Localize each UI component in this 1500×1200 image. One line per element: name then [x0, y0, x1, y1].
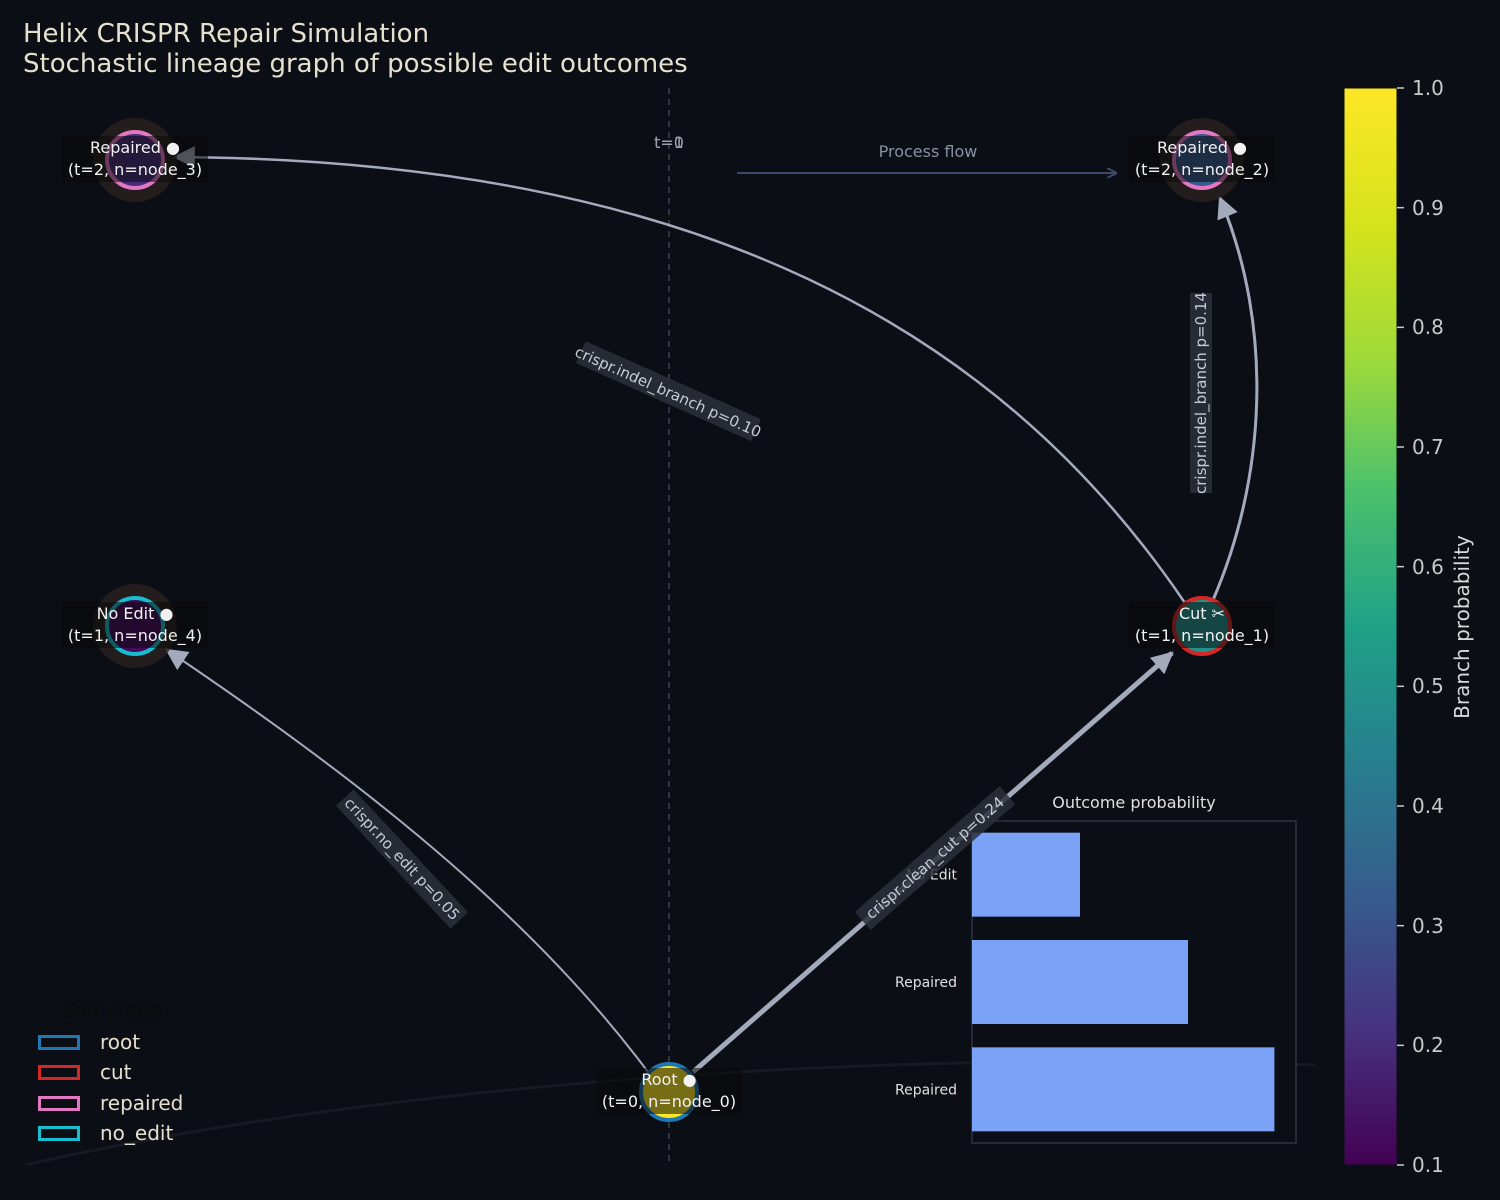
legend-swatch-root — [38, 1034, 80, 1050]
process-flow-label: Process flow — [879, 142, 978, 161]
bar — [972, 940, 1188, 1024]
svg-text:crispr.indel_branch p=0.10: crispr.indel_branch p=0.10 — [572, 343, 764, 443]
time-axis-label: t=0 — [654, 133, 684, 152]
legend-swatch-repaired — [38, 1095, 80, 1111]
node-label-bg — [62, 602, 208, 648]
node-node-1[interactable]: Cut ✂ (t=1, n=node_1) — [1129, 596, 1275, 656]
node-layer: Root ● (t=0, n=node_0) Cut ✂ (t=1, n=node_1… — [62, 118, 1275, 1122]
node-label: Repaired ● — [90, 138, 180, 157]
node-sublabel: (t=0, n=node_0) — [602, 1092, 736, 1112]
bar-tick-label: Repaired — [895, 975, 957, 991]
edge-root-to-no-edit[interactable] — [165, 648, 649, 1073]
node-sublabel: (t=1, n=node_4) — [68, 626, 202, 646]
svg-text:crispr.indel_branch p=0.14: crispr.indel_branch p=0.14 — [1192, 292, 1211, 494]
colorbar-tick-label: 0.1 — [1412, 1153, 1444, 1177]
node-node-0[interactable]: Root ● (t=0, n=node_0) — [596, 1062, 742, 1122]
node-label: Root ● — [641, 1070, 696, 1089]
legend-item-cut: cut — [38, 1059, 132, 1085]
colorbar — [1343, 87, 1398, 1166]
colorbar-ticks — [1397, 87, 1404, 1166]
page-subtitle: Stochastic lineage graph of possible edi… — [23, 49, 688, 79]
colorbar-tick-label: 0.4 — [1412, 794, 1444, 818]
edge-label-no-edit: crispr.no_edit p=0.05 — [335, 789, 469, 929]
node-label-bg — [1129, 602, 1275, 648]
colorbar-tick-label: 1.0 — [1412, 76, 1444, 100]
edge-cut-to-repaired-2[interactable] — [1211, 195, 1259, 601]
time-axis-label-behind: t=1 — [654, 133, 684, 152]
colorbar-tick-label: 0.3 — [1412, 913, 1444, 938]
node-sublabel: (t=1, n=node_1) — [1135, 626, 1269, 646]
colorbar-title: Branch probability — [1450, 535, 1474, 719]
node-label: Repaired ● — [1157, 138, 1247, 157]
node-label-bg — [62, 136, 208, 182]
node-node-3[interactable]: Repaired ● (t=2, n=node_3) — [62, 118, 208, 202]
legend-title: Edit stage — [62, 998, 163, 1022]
node-node-2[interactable]: Repaired ● (t=2, n=node_2) — [1129, 118, 1275, 202]
colorbar-tick-label: 0.6 — [1412, 554, 1444, 579]
legend-swatch-no-edit — [38, 1125, 80, 1141]
legend-item-repaired: repaired — [38, 1090, 183, 1116]
node-sublabel: (t=2, n=node_2) — [1135, 160, 1269, 180]
legend-swatch-cut — [38, 1064, 80, 1080]
edge-label-indel-branch-2: crispr.indel_branch p=0.14 — [1190, 292, 1212, 494]
node-label-bg — [1129, 136, 1275, 182]
title-block: Helix CRISPR Repair Simulation Stochasti… — [23, 19, 688, 79]
node-node-4[interactable]: No Edit ● (t=1, n=node_4) — [62, 584, 208, 668]
page-title: Helix CRISPR Repair Simulation — [23, 19, 430, 49]
colorbar-tick-label: 0.2 — [1412, 1033, 1444, 1058]
legend-item-no-edit: no_edit — [38, 1120, 173, 1146]
node-sublabel: (t=2, n=node_3) — [68, 160, 202, 180]
node-label: No Edit ● — [97, 604, 174, 623]
node-label-bg — [596, 1068, 742, 1114]
node-label: Cut ✂ — [1179, 604, 1225, 623]
colorbar-tick-label: 0.8 — [1412, 315, 1444, 340]
edge-cut-to-repaired-3[interactable] — [172, 146, 1187, 604]
legend-item-root: root — [38, 1029, 140, 1055]
inset-title: Outcome probability — [1052, 793, 1215, 812]
colorbar-tick-label: 0.9 — [1412, 195, 1444, 220]
colorbar-tick-label: 0.7 — [1412, 435, 1444, 459]
bar — [972, 1047, 1275, 1132]
colorbar-tick-label: 0.5 — [1412, 674, 1444, 699]
bar-tick-label: Repaired — [895, 1082, 957, 1098]
bar — [972, 832, 1080, 917]
outcome-probability-inset: Outcome probability No EditRepairedRepai… — [895, 793, 1297, 1144]
